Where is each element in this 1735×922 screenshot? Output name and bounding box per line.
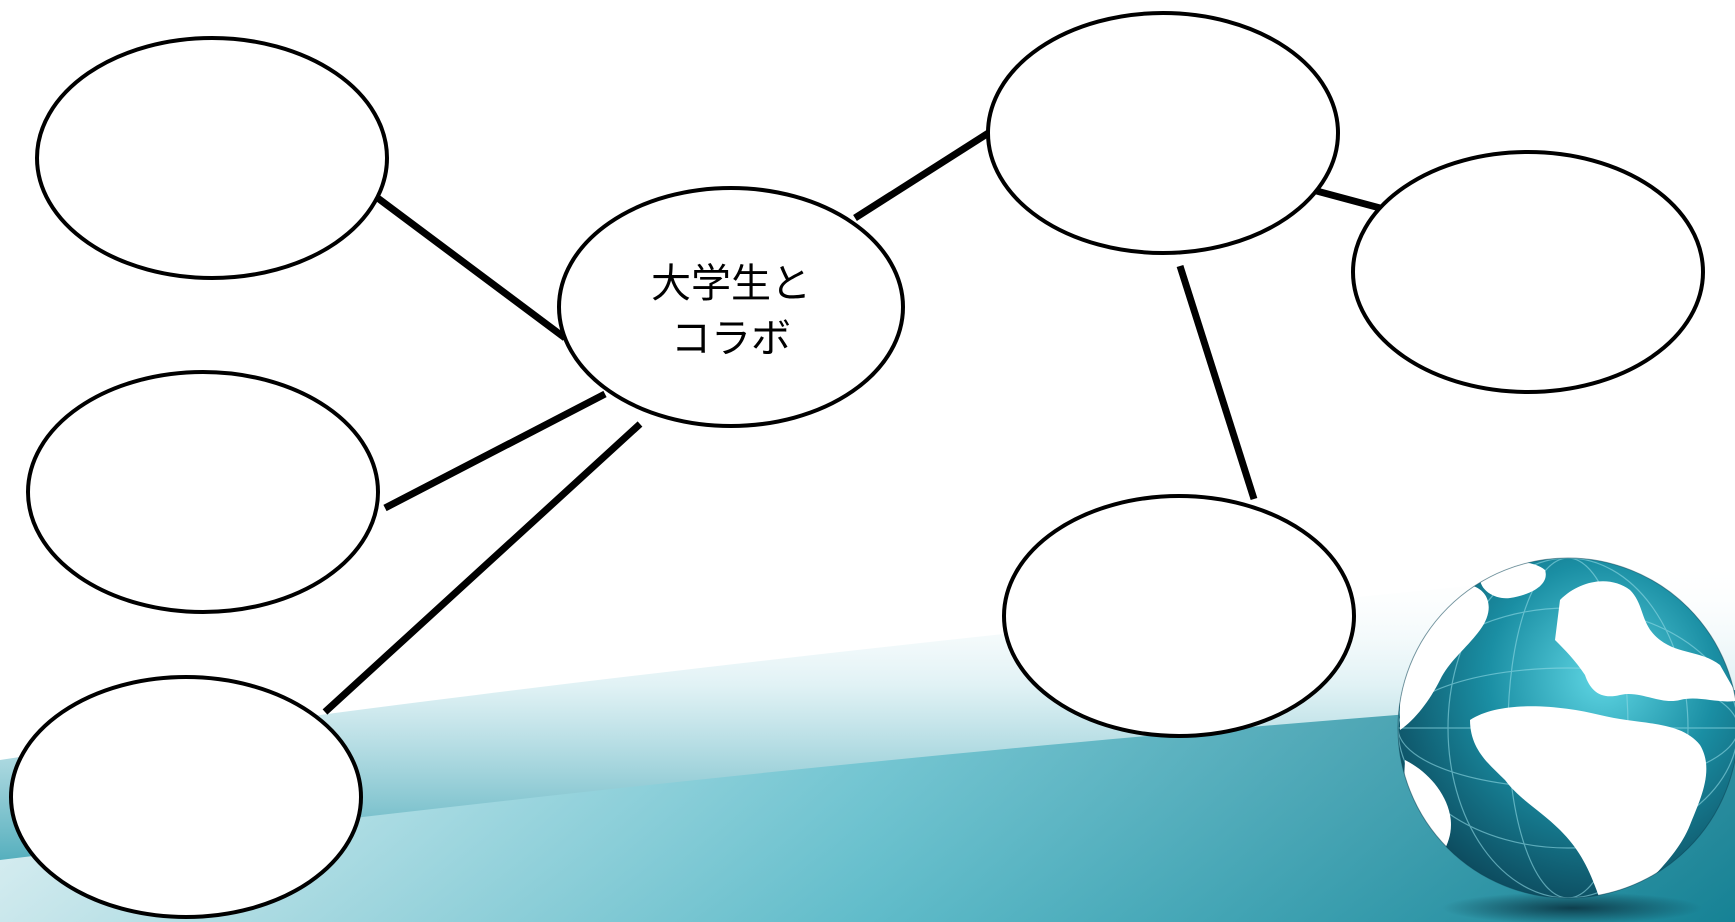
ellipse-top-right [986, 11, 1340, 255]
ellipse-far-right [1351, 150, 1705, 394]
ellipse-center [557, 186, 905, 428]
connector-top-right-to-lower-right [1176, 264, 1258, 501]
connector-center-to-middle-left [383, 390, 607, 512]
connector-center-to-top-left [372, 193, 568, 341]
globe-icon [1397, 557, 1735, 922]
ellipse-top-left [35, 36, 389, 280]
ellipse-middle-left [26, 370, 380, 614]
center-label-line-2: コラボ [671, 316, 791, 362]
ellipse-bottom-left [9, 675, 363, 919]
center-label-line-1: 大学生と [651, 261, 811, 307]
ellipse-lower-right [1002, 494, 1356, 738]
connector-center-to-bottom-left [322, 421, 643, 715]
connector-center-to-top-right [853, 129, 992, 221]
